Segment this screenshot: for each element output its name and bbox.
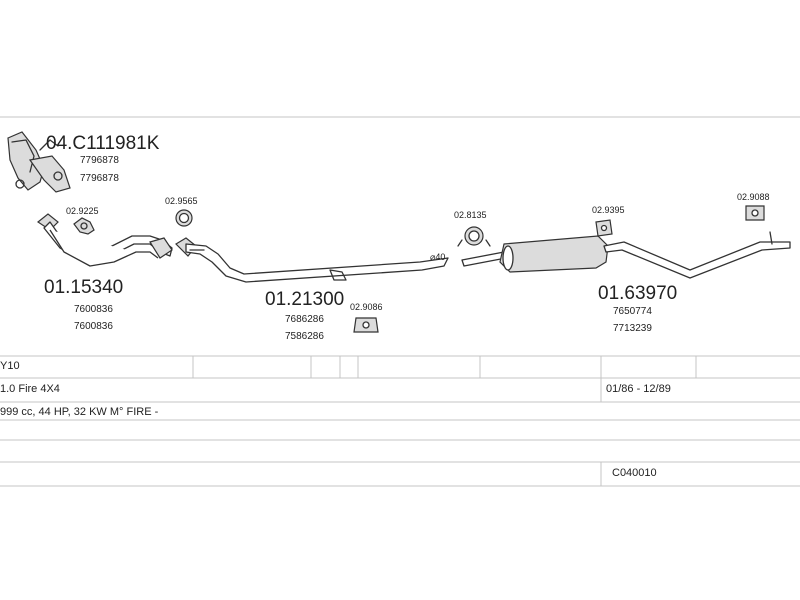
model-cell: Y10 xyxy=(0,360,20,372)
manifold-ref-1: 7796878 xyxy=(80,155,119,166)
rear-silencer-code: 01.63970 xyxy=(598,283,677,304)
rear-silencer-ref-1: 7650774 xyxy=(613,306,652,317)
front-pipe xyxy=(36,213,173,267)
gasket-front-code: 02.9225 xyxy=(66,206,99,216)
front-pipe-ref-2: 7600836 xyxy=(74,321,113,332)
pipe-clamp xyxy=(457,226,491,247)
manifold-code: 04.C111981K xyxy=(46,133,160,154)
years-cell: 01/86 - 12/89 xyxy=(606,383,671,395)
vehicle-table-grid xyxy=(0,355,800,487)
ring-code: 02.9565 xyxy=(165,196,198,206)
rear-silencer-ref-2: 7713239 xyxy=(613,323,652,334)
middle-pipe xyxy=(175,237,449,283)
rubber-mount-middle xyxy=(353,317,379,333)
catalog-code-cell: C040010 xyxy=(612,467,657,479)
manifold-ref-2: 7796878 xyxy=(80,173,119,184)
rear-silencer xyxy=(461,231,791,279)
clamp-code: 02.8135 xyxy=(454,210,487,220)
mount-rear-code: 02.9395 xyxy=(592,205,625,215)
front-pipe-ref-1: 7600836 xyxy=(74,304,113,315)
sealing-ring xyxy=(175,209,193,227)
mount-tail-code: 02.9088 xyxy=(737,192,770,202)
clamp-size: ⌀40 xyxy=(430,252,445,262)
front-pipe-code: 01.15340 xyxy=(44,277,123,298)
middle-pipe-ref-1: 7686286 xyxy=(285,314,324,325)
rubber-mount-rear xyxy=(595,219,613,237)
engine-cell: 1.0 Fire 4X4 xyxy=(0,383,60,395)
specs-cell: 999 cc, 44 HP, 32 KW M° FIRE - xyxy=(0,406,159,418)
mount-middle-code: 02.9086 xyxy=(350,302,383,312)
rubber-mount-tail xyxy=(745,205,765,221)
middle-pipe-ref-2: 7586286 xyxy=(285,331,324,342)
middle-pipe-code: 01.21300 xyxy=(265,289,344,310)
exhaust-manifold xyxy=(7,131,71,193)
gasket-front xyxy=(73,217,95,235)
